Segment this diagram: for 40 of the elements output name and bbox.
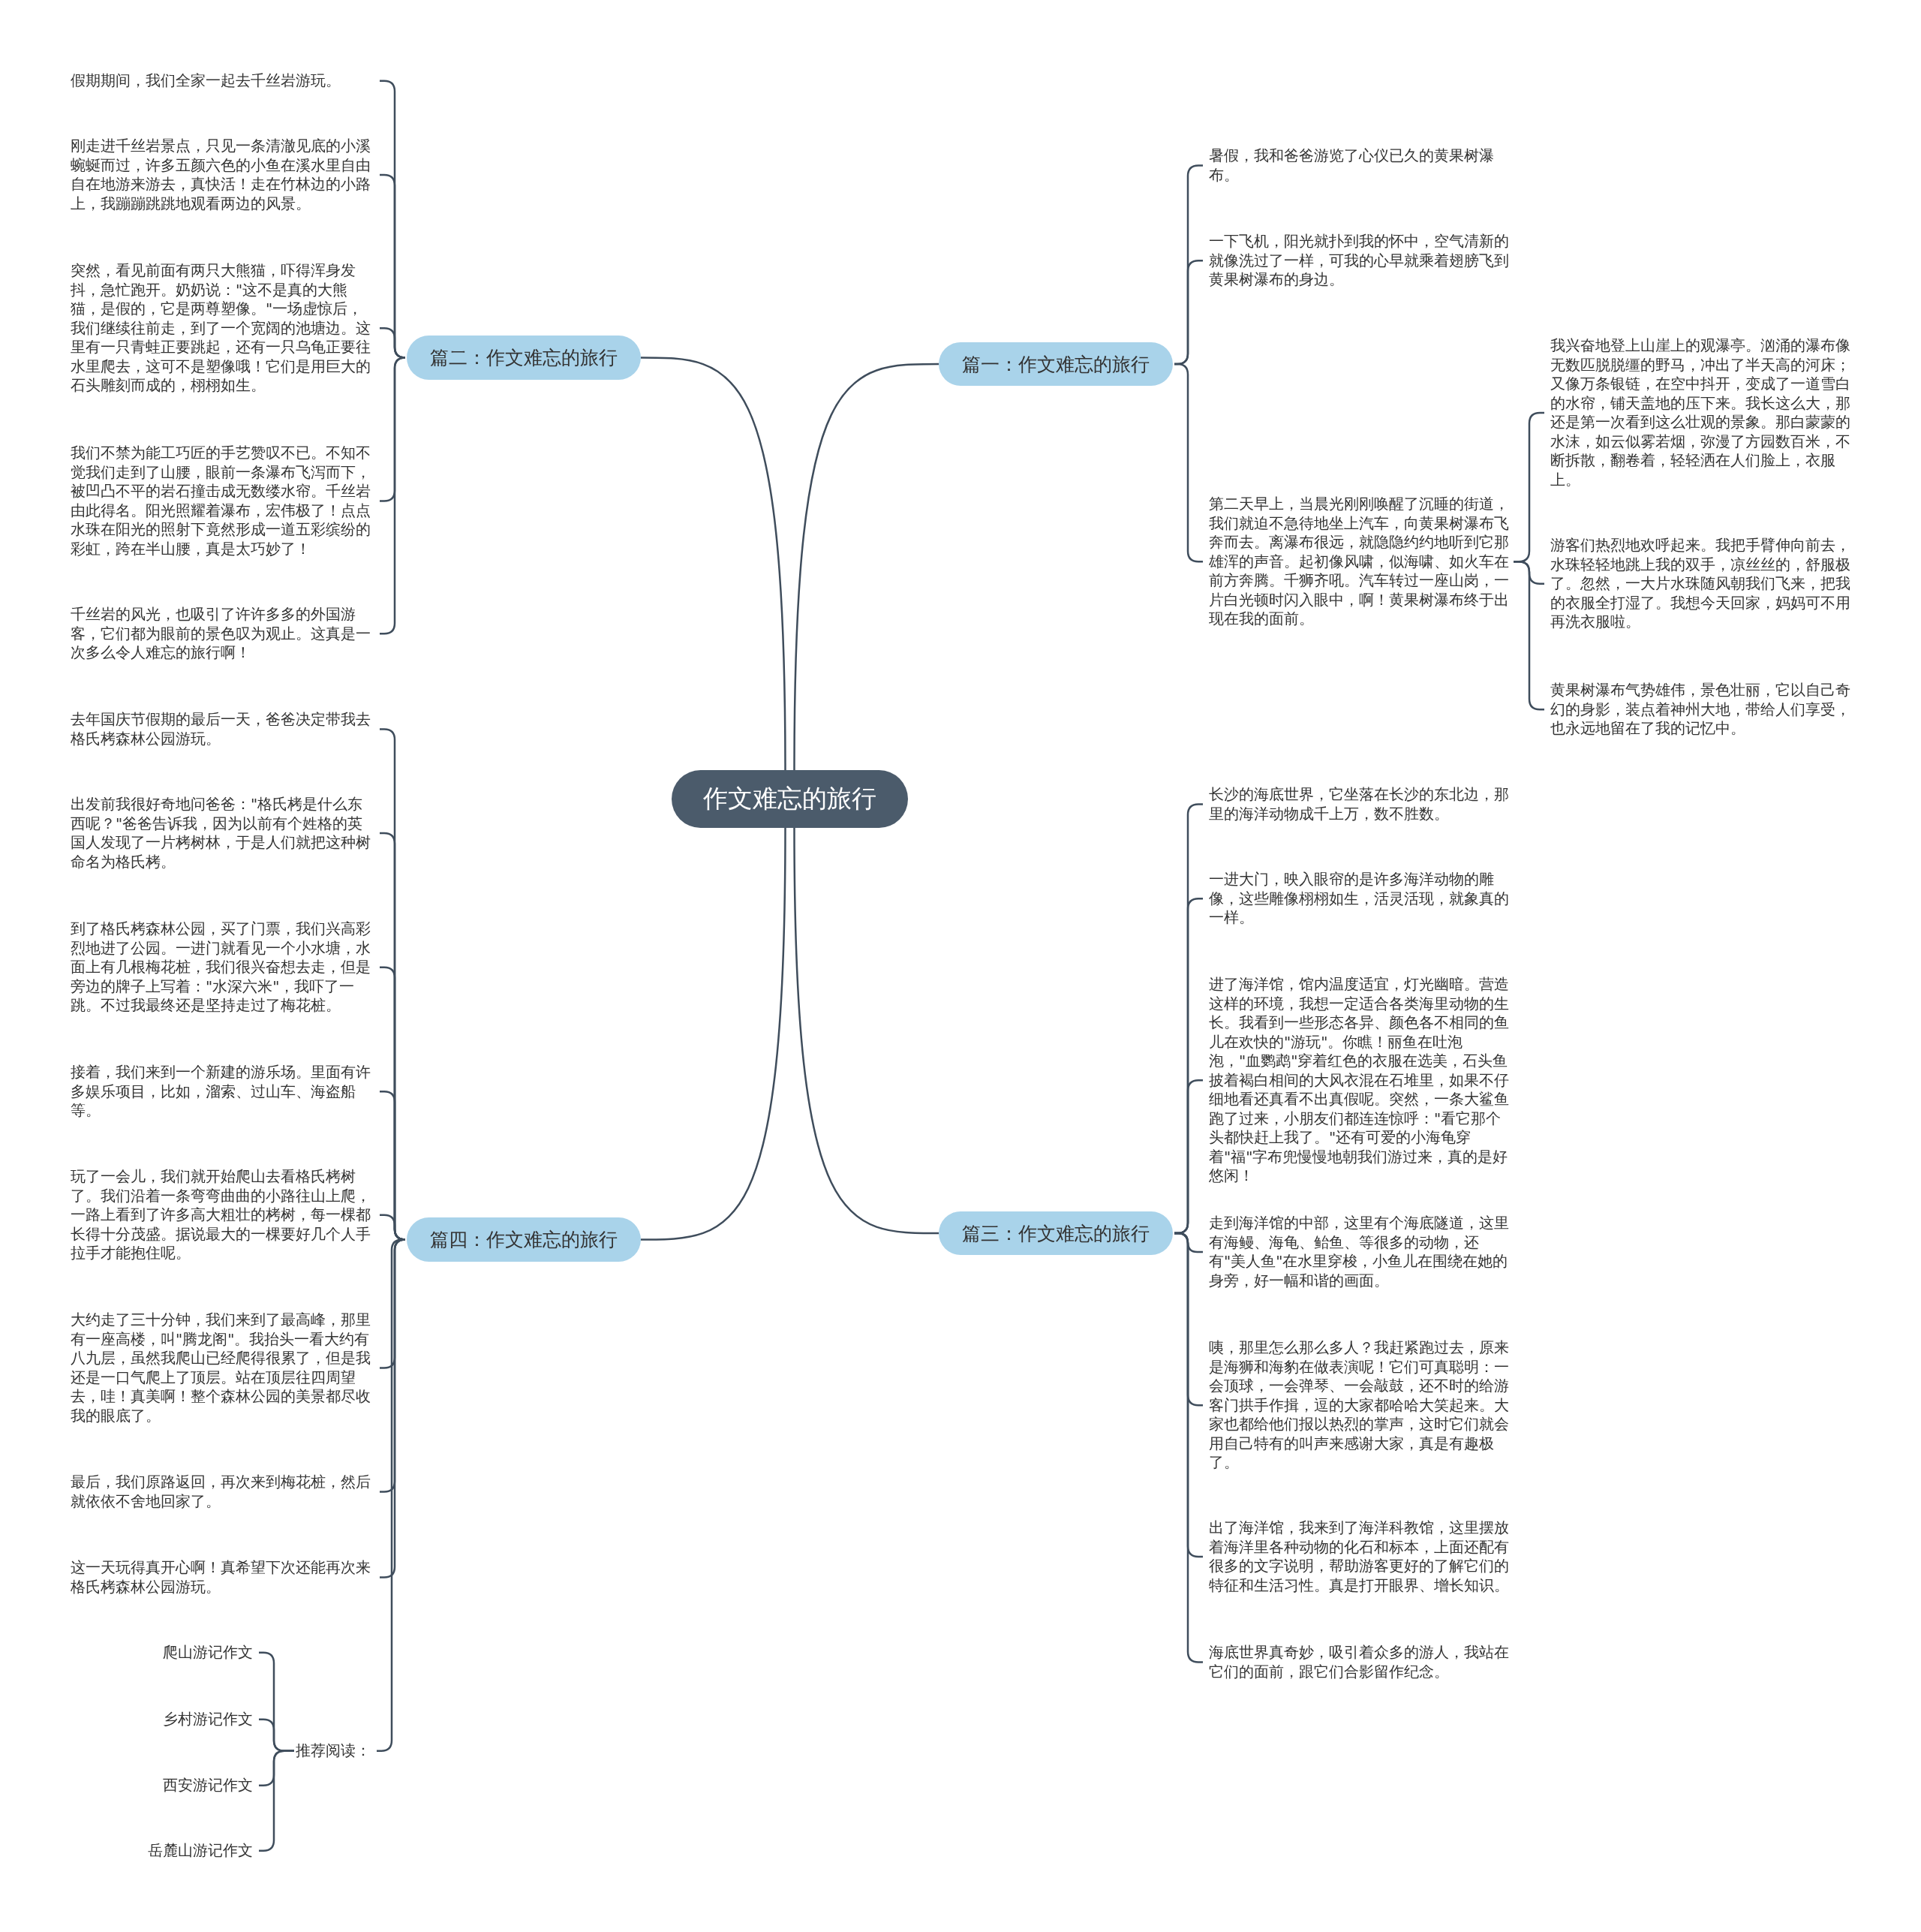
topic-text: 最后，我们原路返回，再次来到梅花桩，然后就依依不舍地回家了。 [71,1473,374,1511]
topic-text: 长沙的海底世界，它坐落在长沙的东北边，那里的海洋动物成千上万，数不胜数。 [1209,785,1512,823]
topic-box: 篇四：作文难忘的旅行 [407,1217,641,1262]
topic-text: 接着，我们来到一个新建的游乐场。里面有许多娱乐项目，比如，溜索、过山车、海盗船等。 [71,1063,374,1121]
topic-text: 我们不禁为能工巧匠的手艺赞叹不已。不知不觉我们走到了山腰，眼前一条瀑布飞泻而下，被凹凸不平的岩石撞击成无数缕水帘。千丝岩由此得名。阳光照耀着瀑布，宏伟极了！点点水珠在阳光的照射下竟然形成一道五彩缤纷的彩虹，跨在半山腰，真是太巧妙了！ [71,444,374,558]
topic-text: 出了海洋馆，我来到了海洋科教馆，这里摆放着海洋里各种动物的化石和标本，上面还配有很多的文字说明，帮助游客更好的了解它们的特征和生活习性。真是打开眼界、增长知识。 [1209,1518,1512,1595]
topic-text: 游客们热烈地欢呼起来。我把手臂伸向前去，水珠轻轻地跳上我的双手，凉丝丝的，舒服极了。忽然，一大片水珠随风朝我们飞来，把我的衣服全打湿了。我想今天回家，妈妈可不用再洗衣服啦。 [1550,536,1853,632]
topic-text: 这一天玩得真开心啊！真希望下次还能再次来格氏栲森林公园游玩。 [71,1558,374,1596]
topic-text: 西安游记作文 [163,1776,253,1795]
connector-line [641,357,786,770]
topic-text: 千丝岩的风光，也吸引了许许多多的外国游客，它们都为眼前的景色叹为观止。这真是一次多么令人难忘的旅行啊！ [71,605,374,663]
topic-text: 出发前我很好奇地问爸爸："格氏栲是什么东西呢？"爸爸告诉我，因为以前有个姓格的英国人发现了一片栲树林，于是人们就把这种树命名为格氏栲。 [71,795,374,871]
topic-text: 到了格氏栲森林公园，买了门票，我们兴高彩烈地进了公园。一进门就看见一个小水塘，水面上有几根梅花桩，我们很兴奋想去走，但是旁边的牌子上写着："水深六米"，我吓了一跳。不过我最终还是坚持走过了梅花桩。 [71,919,374,1016]
connector-line [793,363,939,770]
topic-text: 黄果树瀑布气势雄伟，景色壮丽，它以自己奇幻的身影，装点着神州大地，带给人们享受，也永远地留在了我的记忆中。 [1550,681,1853,739]
topic-text: 大约走了三十分钟，我们来到了最高峰，那里有一座高楼，叫"腾龙阁"。我抬头一看大约有八九层，虽然我爬山已经爬得很累了，但是我还是一口气爬上了顶层。站在顶层往四周望去，哇！真美啊！整个森林公园的美景都尽收我的眼底了。 [71,1311,374,1425]
topic-text: 走到海洋馆的中部，这里有个海底隧道，这里有海鳗、海龟、鲐鱼、等很多的动物，还有"美人鱼"在水里穿梭，小鱼儿在围绕在她的身旁，好一幅和谐的画面。 [1209,1214,1512,1290]
topic-text: 暑假，我和爸爸游览了心仪已久的黄果树瀑布。 [1209,146,1512,185]
topic-text: 玩了一会儿，我们就开始爬山去看格氏栲树了。我们沿着一条弯弯曲曲的小路往山上爬，一路上看到了许多高大粗壮的栲树，每一棵都长得十分茂盛。据说最大的一棵要好几个人手拉手才能抱住呢。 [71,1167,374,1263]
topic-box: 篇三：作文难忘的旅行 [939,1211,1173,1255]
connector-line [641,828,786,1241]
topic-text: 我兴奋地登上山崖上的观瀑亭。汹涌的瀑布像无数匹脱脱缰的野马，冲出了半天高的河床；又像万条银链，在空中抖开，变成了一道雪白的水帘，铺天盖地的压下来。我长这么大，那还是第一次看到这么壮观的景象。那白蒙蒙的水沫，如云似雾若烟，弥漫了方园数百米，不断拆散，翻卷着，轻轻洒在人们脸上，衣服上。 [1550,336,1853,489]
topic-text: 海底世界真奇妙，吸引着众多的游人，我站在它们的面前，跟它们合影留作纪念。 [1209,1643,1512,1681]
topic-text: 岳麓山游记作文 [148,1841,253,1861]
topic-text: 刚走进千丝岩景点，只见一条清澈见底的小溪蜿蜒而过，许多五颜六色的小鱼在溪水里自由自在地游来游去，真快活！走在竹林边的小路上，我蹦蹦跳跳地观看两边的风景。 [71,137,374,213]
topic-text: 去年国庆节假期的最后一天，爸爸决定带我去格氏栲森林公园游玩。 [71,710,374,748]
topic-text: 突然，看见前面有两只大熊猫，吓得浑身发抖，急忙跑开。奶奶说："这不是真的大熊猫，是假的，它是两尊塑像。"一场虚惊后，我们继续往前走，到了一个宽阔的池塘边。这里有一只青蛙正要跳起，还有一只乌龟正要往水里爬去，这可不是塑像哦！它们是用巨大的石头雕刻而成的，栩栩如生。 [71,261,374,396]
topic-text: 咦，那里怎么那么多人？我赶紧跑过去，原来是海狮和海豹在做表演呢！它们可真聪明：一会顶球，一会弹琴、一会敲鼓，还不时的给游客门拱手作揖，逗的大家都哈哈大笑起来。大家也都给他们报以热烈的掌声，这时它们就会用自己特有的叫声来感谢大家，真是有趣极了。 [1209,1338,1512,1473]
topic-box: 篇一：作文难忘的旅行 [939,342,1173,386]
topic-text: 第二天早上，当晨光刚刚唤醒了沉睡的街道，我们就迫不急待地坐上汽车，向黄果树瀑布飞奔而去。离瀑布很远，就隐隐约约地听到它那雄浑的声音。起初像风啸，似海啸、如火车在前方奔腾。千狮齐吼。汽车转过一座山岗，一片白光顿时闪入眼中，啊！黄果树瀑布终于出现在我的面前。 [1209,495,1512,629]
topic-text: 爬山游记作文 [163,1643,253,1663]
topic-text: 一进大门，映入眼帘的是许多海洋动物的雕像，这些雕像栩栩如生，活灵活现，就象真的一样。 [1209,870,1512,928]
central-topic: 作文难忘的旅行 [672,770,908,828]
topic-text: 乡村游记作文 [163,1710,253,1729]
connector-line [793,828,939,1235]
topic-text: 假期期间，我们全家一起去千丝岩游玩。 [71,71,374,91]
topic-text: 进了海洋馆，馆内温度适宜，灯光幽暗。营造这样的环境，我想一定适合各类海里动物的生长。我看到一些形态各异、颜色各不相同的鱼儿在欢快的"游玩"。你瞧！丽鱼在吐泡泡，"血鹦鹉"穿着红色的衣服在选美，石头鱼披着褐白相间的大风衣混在石堆里，如果不仔细地看还真看不出真假呢。突然，一条大鲨鱼跑了过来，小朋友们都连连惊呼："看它那个头都快赶上我了。"还有可爱的小海龟穿着"福"字布兜慢慢地朝我们游过来，真的是好悠闲！ [1209,975,1512,1186]
topic-text: 推荐阅读： [296,1741,371,1761]
topic-text: 一下飞机，阳光就扑到我的怀中，空气清新的就像洗过了一样，可我的心早就乘着翅膀飞到黄果树瀑布的身边。 [1209,232,1512,290]
topic-box: 篇二：作文难忘的旅行 [407,336,641,380]
